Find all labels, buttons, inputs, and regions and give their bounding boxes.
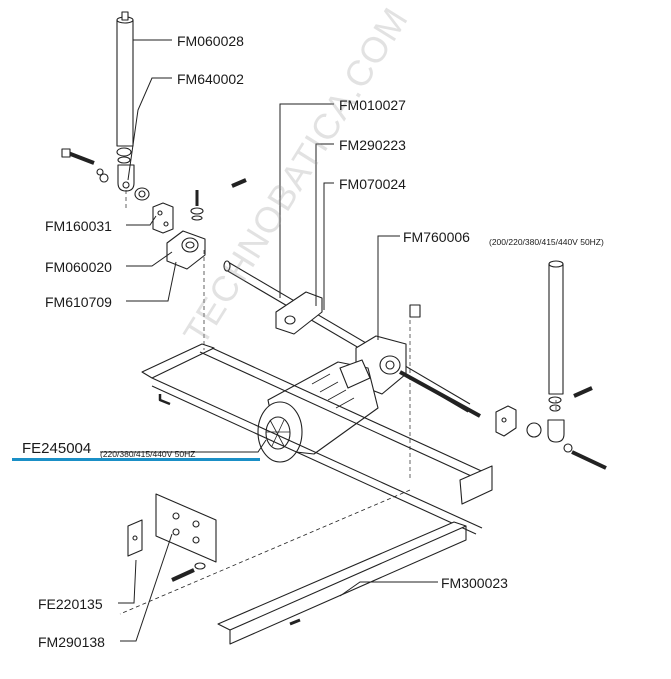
highlight-underline bbox=[12, 458, 260, 461]
label-fm060020: FM060020 bbox=[45, 259, 112, 275]
label-fm070024: FM070024 bbox=[339, 176, 406, 192]
label-fm290223: FM290223 bbox=[339, 137, 406, 153]
vertical-shaft-left bbox=[116, 11, 134, 164]
vertical-shaft-right bbox=[548, 260, 564, 412]
label-fm060028: FM060028 bbox=[177, 33, 244, 49]
electric-motor bbox=[257, 359, 379, 463]
output-shaft-right bbox=[399, 370, 517, 437]
shaft-collar bbox=[275, 291, 323, 335]
bolt-left bbox=[61, 148, 109, 183]
rod-end-right bbox=[526, 386, 607, 470]
label-fm610709: FM610709 bbox=[45, 294, 112, 310]
leader-lines bbox=[100, 39, 438, 642]
assembly-guide-lines bbox=[125, 190, 557, 480]
label-fm160031: FM160031 bbox=[45, 218, 112, 234]
label-fm640002: FM640002 bbox=[177, 71, 244, 87]
bearing-bracket bbox=[152, 202, 174, 234]
label-fe220135: FE220135 bbox=[38, 596, 103, 612]
label-fm760006-spec: (200/220/380/415/440V 50HZ) bbox=[489, 237, 604, 247]
rod-end-left bbox=[117, 164, 150, 201]
pillow-block-bearing bbox=[166, 178, 247, 270]
label-fm300023: FM300023 bbox=[441, 575, 508, 591]
label-fm760006: FM760006 bbox=[403, 229, 470, 245]
base-frame bbox=[119, 343, 493, 645]
mounting-plate bbox=[127, 493, 217, 582]
label-fe245004-spec: (220/380/415/440V 50HZ bbox=[100, 449, 196, 459]
label-fm290138: FM290138 bbox=[38, 634, 105, 650]
label-fe245004: FE245004 bbox=[22, 440, 92, 457]
label-fm010027: FM010027 bbox=[339, 97, 406, 113]
